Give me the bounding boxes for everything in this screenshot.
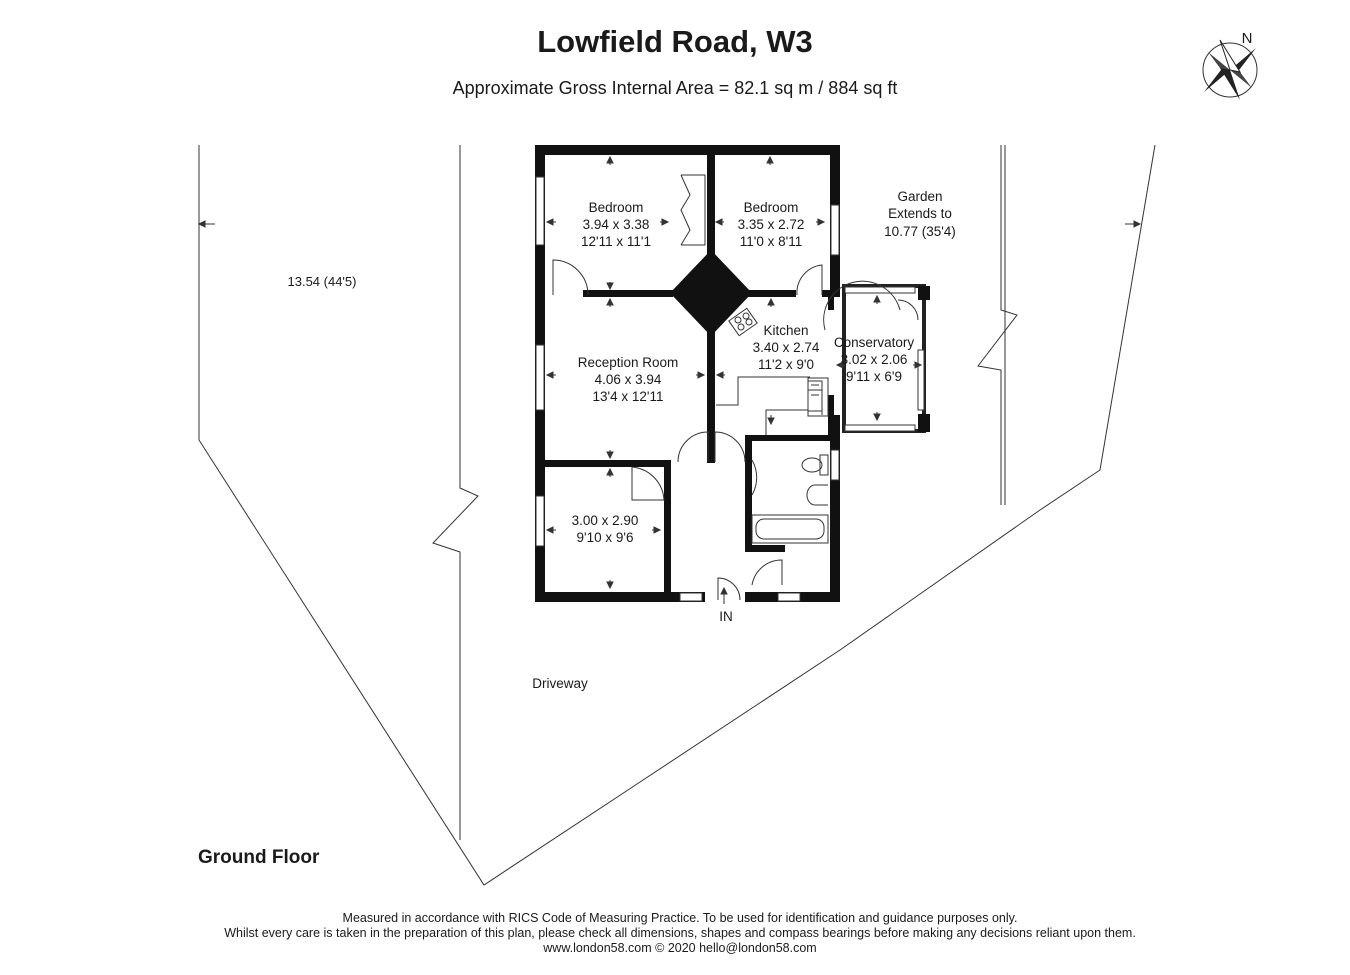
garden-line-2: Extends to (888, 206, 952, 221)
conservatory-windows (844, 286, 925, 432)
garden-label: Garden Extends to 10.77 (35'4) (884, 189, 956, 239)
dimension-ticks (197, 220, 1142, 228)
disclaimer-line-2: Whilst every care is taken in the prepar… (224, 926, 1136, 940)
garden-line-1: Garden (897, 189, 942, 204)
plan-title: Lowfield Road, W3 (537, 24, 813, 59)
room-imperial: 9'10 x 9'6 (577, 530, 634, 545)
compass-icon (1202, 39, 1258, 100)
room-kitchen: Kitchen 3.40 x 2.74 11'2 x 9'0 (753, 323, 820, 372)
disclaimer-footer: Measured in accordance with RICS Code of… (0, 911, 1350, 956)
disclaimer-line-1: Measured in accordance with RICS Code of… (342, 911, 1018, 925)
floor-label: Ground Floor (198, 847, 320, 868)
plot-outline (198, 144, 1156, 886)
room-imperial: 11'0 x 8'11 (740, 234, 802, 249)
room-bedroom-1: Bedroom 3.94 x 3.38 12'11 x 11'1 (581, 200, 651, 249)
room-metric: 3.00 x 2.90 (572, 513, 639, 528)
room-name: Reception Room (578, 355, 679, 370)
room-imperial: 9'11 x 6'9 (846, 369, 902, 384)
kitchen-counter (716, 376, 823, 435)
room-measure-arrows (545, 155, 923, 604)
room-imperial: 12'11 x 11'1 (581, 234, 651, 249)
room-imperial: 13'4 x 12'11 (593, 389, 664, 404)
windows (535, 176, 840, 602)
conservatory-pier-2 (918, 414, 930, 432)
washbasin-icon (806, 484, 828, 506)
room-name: Bedroom (589, 200, 644, 215)
entrance-label: IN (719, 609, 733, 624)
wardrobe (680, 174, 706, 246)
room-name: Kitchen (763, 323, 808, 338)
room-bedroom-2: Bedroom 3.35 x 2.72 11'0 x 8'11 (738, 200, 805, 249)
compass-north-label: N (1242, 30, 1253, 47)
room-name: Conservatory (834, 335, 915, 350)
gross-area-subtitle: Approximate Gross Internal Area = 82.1 s… (452, 78, 898, 98)
room-imperial: 11'2 x 9'0 (758, 357, 814, 372)
left-plot-dimension: 13.54 (44'5) (288, 274, 357, 289)
driveway-label: Driveway (532, 676, 588, 691)
room-reception: Reception Room 4.06 x 3.94 13'4 x 12'11 (578, 355, 679, 404)
room-metric: 4.06 x 3.94 (595, 372, 662, 387)
internal-walls (535, 145, 840, 600)
room-metric: 3.35 x 2.72 (738, 217, 805, 232)
room-name: Bedroom (744, 200, 799, 215)
contact-line: www.london58.com © 2020 hello@london58.c… (543, 941, 817, 955)
conservatory-pier (918, 286, 930, 300)
hob-icon (728, 307, 758, 337)
sink-icon (807, 380, 823, 412)
room-metric: 3.02 x 2.06 (841, 352, 908, 367)
toilet-icon (801, 454, 829, 476)
room-small: 3.00 x 2.90 9'10 x 9'6 (572, 513, 639, 545)
door-swings (552, 259, 919, 601)
room-conservatory: Conservatory 3.02 x 2.06 9'11 x 6'9 (834, 335, 915, 384)
garden-line-3: 10.77 (35'4) (884, 224, 956, 239)
room-metric: 3.40 x 2.74 (753, 340, 820, 355)
bath-icon (751, 514, 829, 544)
room-metric: 3.94 x 3.38 (583, 217, 650, 232)
